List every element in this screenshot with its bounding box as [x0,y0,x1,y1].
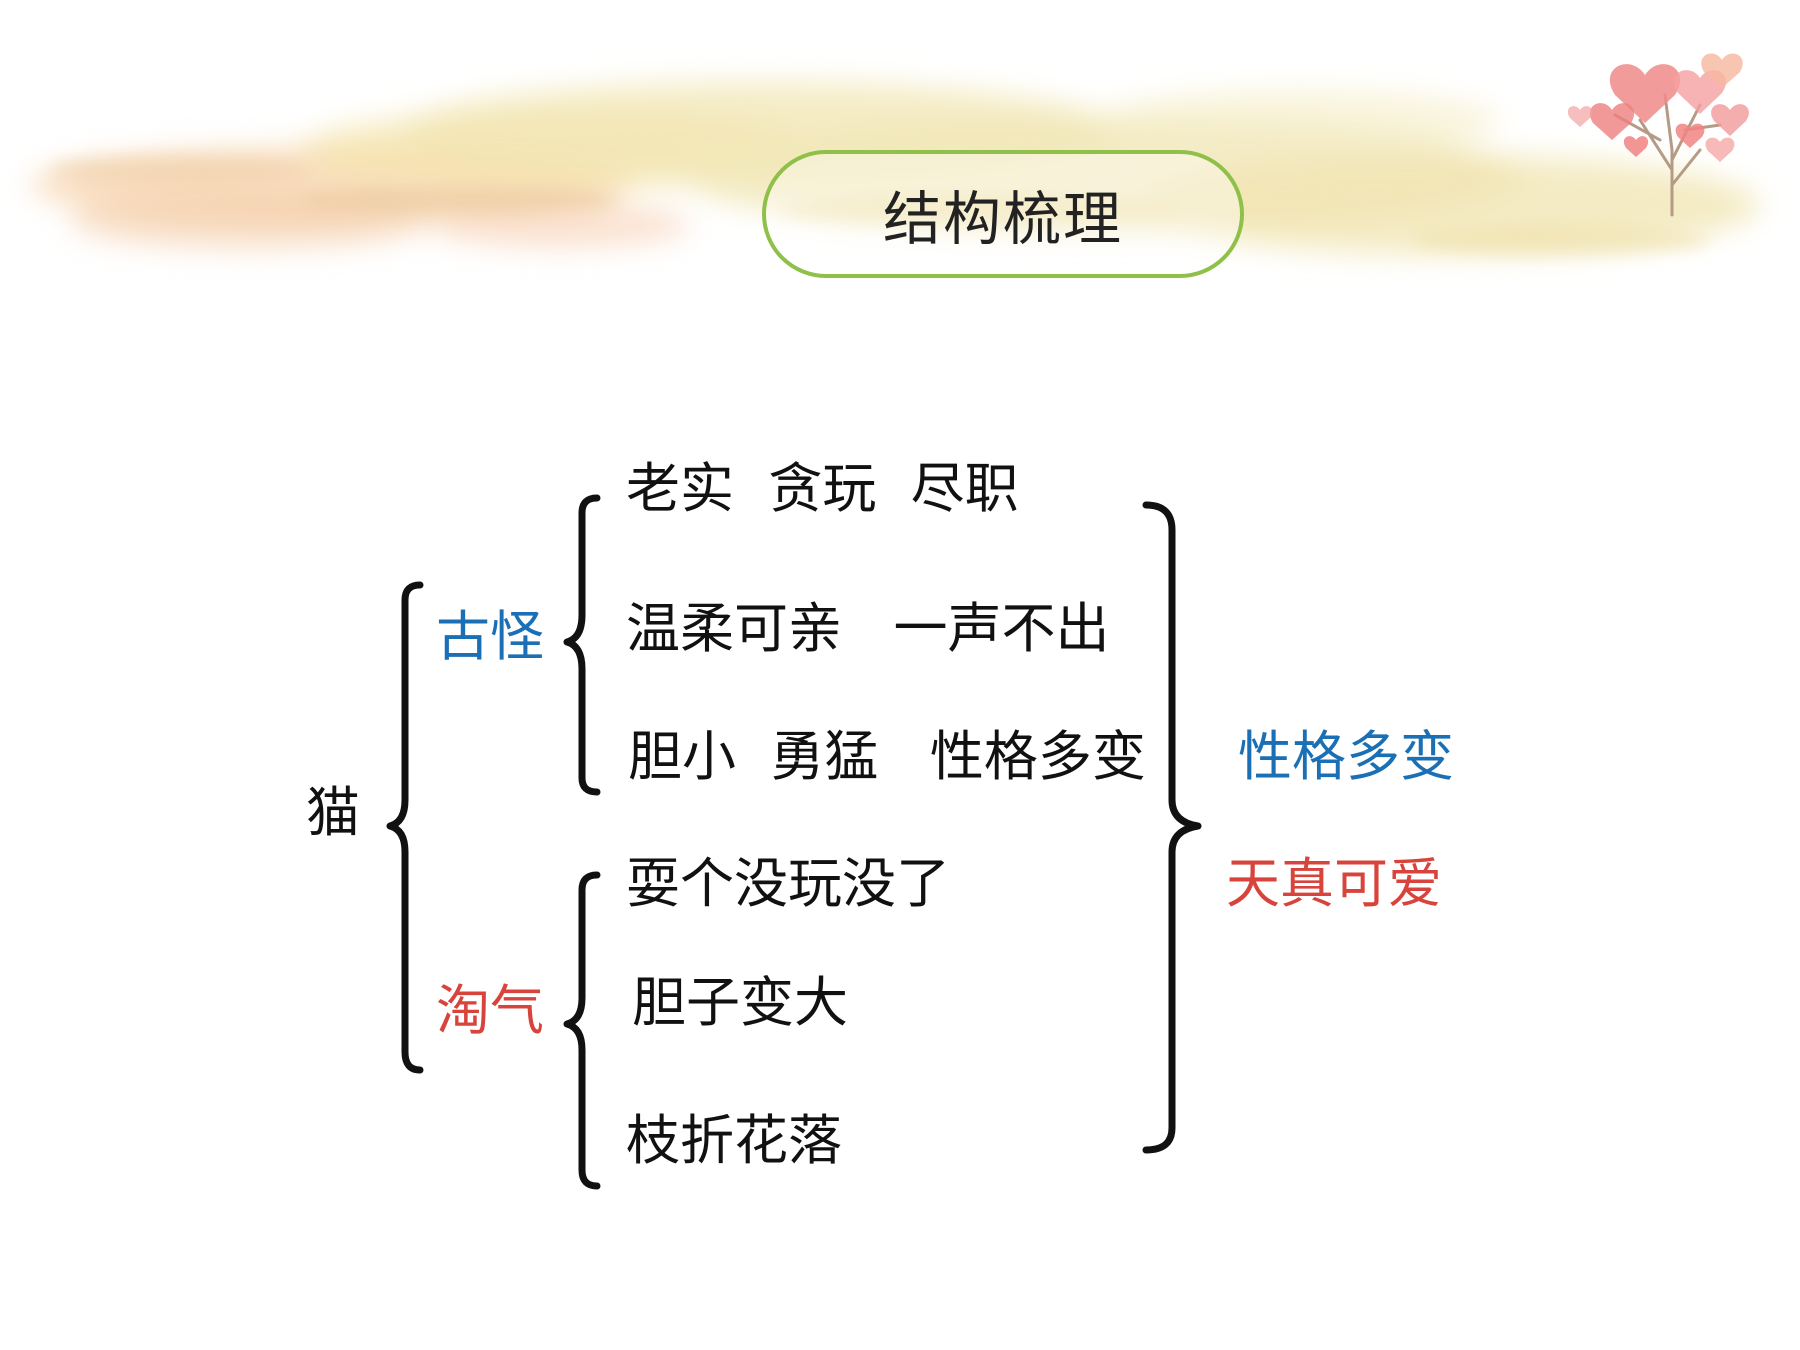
heart-tree-icon [1567,53,1749,217]
branch-label-naughty: 淘气 [436,979,544,1042]
summary-label-changeable: 性格多变 [1238,725,1454,788]
root-bracket [386,581,424,1074]
branch-label-quirky: 古怪 [436,605,544,668]
summary-label-innocent: 天真可爱 [1226,852,1442,915]
summary-bracket [1142,501,1202,1154]
trait-item: 胆子变大 [632,971,848,1034]
trait-item: 耍个没玩没了 [626,852,950,915]
trait-item: 枝折花落 [626,1109,842,1172]
trait-item: 胆小 勇猛 性格多变 [628,725,1146,788]
trait-item: 老实 贪玩 尽职 [626,457,1019,520]
branch2-bracket [563,871,601,1190]
title-frame [762,150,1244,278]
page-title: 结构梳理 [882,185,1123,253]
root-label: 猫 [306,781,360,844]
trait-item: 温柔可亲 一声不出 [626,597,1110,660]
branch1-bracket [563,494,601,796]
